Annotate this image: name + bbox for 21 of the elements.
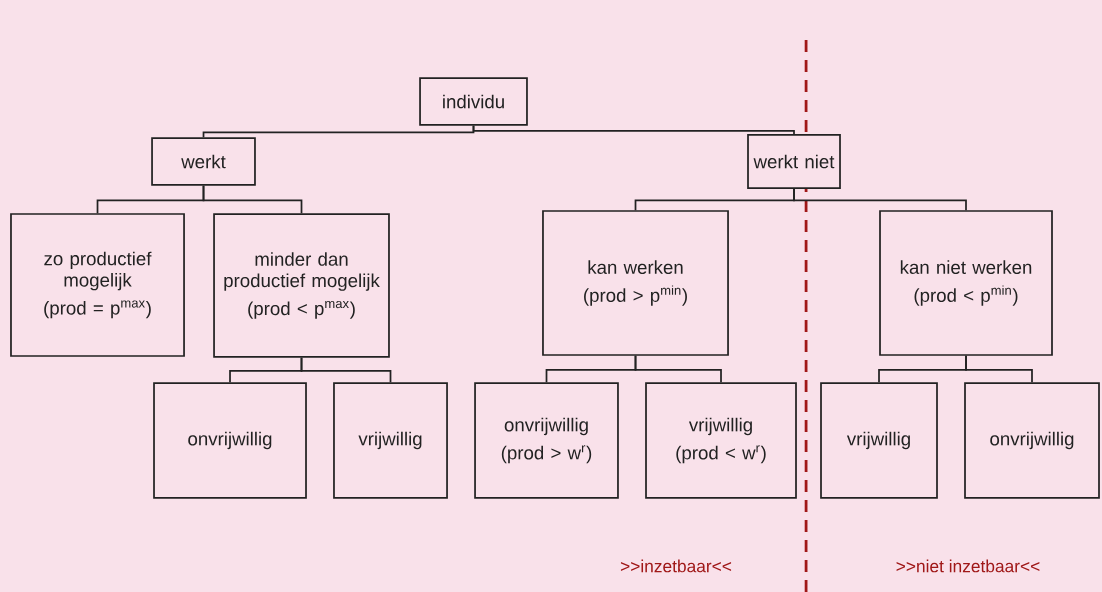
category-box: minder dan productief mogelijk (prod < p$^{max}$) xyxy=(213,213,390,358)
category-box: onvrijwillig xyxy=(964,382,1100,499)
zone-label: >>inzetbaar<< xyxy=(620,559,732,573)
tree-connector xyxy=(965,355,1033,384)
tree-connector xyxy=(634,355,722,384)
tree-connector xyxy=(300,356,392,384)
category-box: vrijwillig xyxy=(820,382,938,499)
category-box: werkt xyxy=(151,137,256,186)
category-box: onvrijwillig xyxy=(153,382,307,499)
tree-connector xyxy=(793,188,967,211)
category-box: kan niet werken (prod < p$^{min}$) xyxy=(879,210,1053,356)
category-box: vrijwillig (prod < w$^{r}$) xyxy=(645,382,797,499)
tree-connector xyxy=(202,184,303,215)
category-box: zo productief mogelijk (prod = p$^{max}$) xyxy=(10,213,185,357)
category-box: individu xyxy=(419,77,528,126)
category-box: vrijwillig xyxy=(333,382,448,499)
zone-label: >>niet inzetbaar<< xyxy=(896,559,1040,573)
category-box: kan werken (prod > p$^{min}$) xyxy=(542,210,729,356)
tree-connector xyxy=(472,124,795,135)
category-box: werkt niet xyxy=(747,134,841,189)
category-box: onvrijwillig (prod > w$^{r}$) xyxy=(474,382,619,499)
